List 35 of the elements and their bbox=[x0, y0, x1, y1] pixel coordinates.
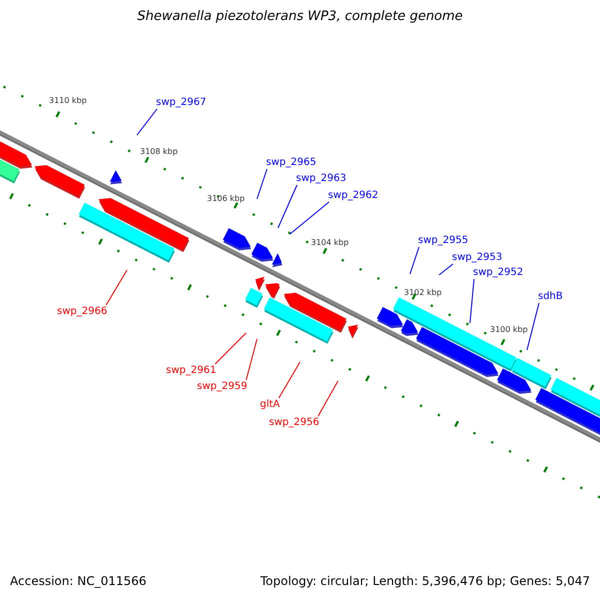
gene-label: swp_2952 bbox=[473, 266, 524, 279]
scale-label: 3104 kbp bbox=[311, 237, 349, 248]
scale-label: 3108 kbp bbox=[140, 146, 178, 157]
gene-label: swp_2956 bbox=[269, 416, 320, 429]
gene-label: swp_2961 bbox=[166, 364, 216, 377]
leader-line bbox=[318, 380, 338, 416]
leader-line bbox=[470, 278, 474, 324]
gene-label: swp_2967 bbox=[156, 96, 206, 109]
map-title: Shewanella piezotolerans WP3, complete genome bbox=[136, 9, 464, 24]
leader-line bbox=[136, 108, 158, 136]
gene-label: swp_2959 bbox=[197, 380, 248, 393]
leader-line bbox=[526, 302, 540, 350]
scale-label: 3106 kbp bbox=[207, 193, 245, 204]
leader-line bbox=[246, 338, 258, 380]
gene-label: swp_2965 bbox=[266, 156, 316, 169]
scale-label: 3110 kbp bbox=[49, 95, 87, 106]
leader-line bbox=[410, 246, 420, 274]
gene-label: sdhB bbox=[538, 290, 563, 303]
gene-label: gltA bbox=[260, 398, 280, 411]
accession-text: Accession: NC_011566 bbox=[10, 574, 146, 588]
gene-label: swp_2966 bbox=[57, 305, 108, 318]
leader-line bbox=[214, 332, 246, 364]
leader-line bbox=[106, 270, 128, 306]
leader-line bbox=[438, 264, 454, 276]
scale-label: 3100 kbp bbox=[490, 324, 528, 335]
leader-line bbox=[278, 362, 300, 398]
leader-line bbox=[256, 168, 268, 200]
leader-line bbox=[290, 202, 330, 234]
gene-label: swp_2963 bbox=[296, 172, 346, 185]
scale-label: 3102 kbp bbox=[404, 287, 442, 298]
leader-line bbox=[278, 184, 298, 228]
gene-label: swp_2953 bbox=[452, 251, 502, 264]
gene-label: swp_2962 bbox=[328, 189, 378, 202]
genome-summary-text: Topology: circular; Length: 5,396,476 bp; Genes: 5,047 bbox=[260, 574, 590, 588]
gene-label: swp_2955 bbox=[418, 234, 468, 247]
